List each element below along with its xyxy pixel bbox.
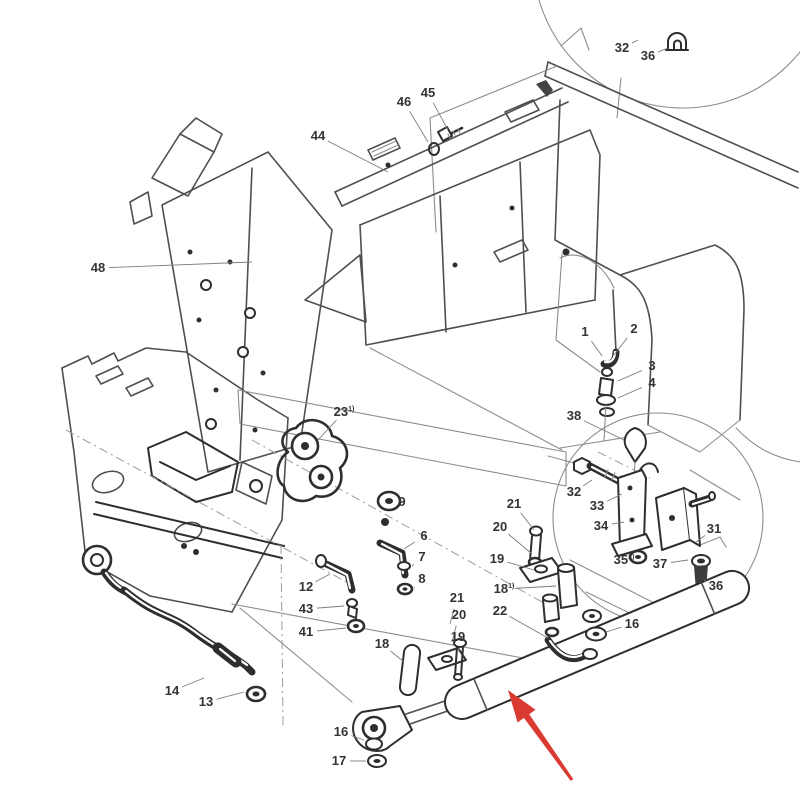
part-label-16: 16 [625,616,639,631]
main-frame [304,61,800,463]
leader-line-4 [617,387,643,399]
part-label-43: 43 [299,601,313,616]
part-label-46: 46 [397,94,411,109]
leader-line-45 [432,102,449,131]
part-label-12: 12 [299,579,313,594]
part-label-16: 16 [334,724,348,739]
part-label-23: 231) [334,404,355,419]
part-label-32: 32 [567,484,581,499]
leader-line-14 [182,677,205,688]
leader-line-18 [390,650,405,663]
part-label-37: 37 [653,556,667,571]
part-label-19: 19 [490,551,504,566]
part-label-36: 36 [709,578,723,593]
part-label-22: 22 [493,603,507,618]
part-label-8: 8 [418,571,425,586]
leader-line-34 [611,521,625,525]
hydraulic-cylinder [239,525,751,768]
leader-line-36 [658,47,669,53]
leader-line-13 [216,691,245,700]
part-label-20: 20 [493,519,507,534]
leader-line-44 [327,140,389,173]
leader-line-41 [316,627,347,632]
leader-line-46 [409,111,429,143]
part-label-31: 31 [707,521,721,536]
leader-line-48 [108,261,253,269]
part-label-48: 48 [91,260,105,275]
frame-tower-48 [129,117,333,473]
leader-line-7 [411,564,415,567]
hose-14 [81,544,267,703]
part-label-14: 14 [165,683,180,698]
part-label-36: 36 [641,48,655,63]
leader-line-8 [413,586,416,589]
part-label-35: 351) [614,552,635,567]
part-label-45: 45 [421,85,435,100]
part-label-4: 4 [648,375,656,390]
mid-panel-lines [65,389,567,727]
part-label-2: 2 [630,321,637,336]
bolt-45-46 [428,126,464,156]
leader-line-21 [449,608,455,625]
part-label-20: 20 [452,607,466,622]
leader-line-21 [520,512,535,531]
part-label-33: 33 [590,498,604,513]
top-detail-circle [538,0,800,119]
part-label-1: 1 [581,324,588,339]
leader-line-32 [582,479,593,487]
part-label-38: 38 [567,408,581,423]
leader-line-23 [317,419,337,441]
part-label-21: 21 [507,496,521,511]
part-label-9: 9 [398,494,405,509]
part-label-19: 19 [451,629,465,644]
leader-line-6 [403,541,416,550]
bracket-23 [276,418,349,503]
part-label-18: 181) [494,581,515,596]
leader-line-3 [617,370,643,382]
leader-line-43 [316,605,345,609]
part-label-34: 34 [594,518,609,533]
part-label-6: 6 [420,528,427,543]
leader-line-36 [703,579,707,582]
highlight-arrow-layer [508,690,574,781]
pipe-group-right [547,254,661,471]
leader-line-18 [514,585,557,589]
leader-line-1 [590,340,603,357]
leader-line-16 [605,626,622,633]
part-label-41: 41 [299,624,313,639]
leader-line-19 [507,561,535,571]
leader-line-12 [315,573,331,583]
leader-line-2 [613,337,628,356]
leader-line-16 [351,735,365,741]
leader-line-20 [508,533,533,555]
part-label-17: 17 [332,753,346,768]
part-label-18: 18 [375,636,389,651]
leader-line-33 [606,493,623,502]
part-label-32: 32 [615,40,629,55]
highlight-arrow [508,690,574,781]
part-label-7: 7 [418,549,425,564]
part-label-3: 3 [648,358,655,373]
leader-line-37 [670,559,689,563]
leader-line-32 [631,39,639,44]
part-label-44: 44 [311,128,326,143]
leader-line-31 [695,535,706,543]
part-label-21: 21 [450,590,464,605]
hydraulic-fittings [315,490,414,634]
leader-line-20 [451,625,457,643]
leader-line-38 [583,420,625,441]
leader-line-22 [509,616,549,639]
part-label-13: 13 [199,694,213,709]
